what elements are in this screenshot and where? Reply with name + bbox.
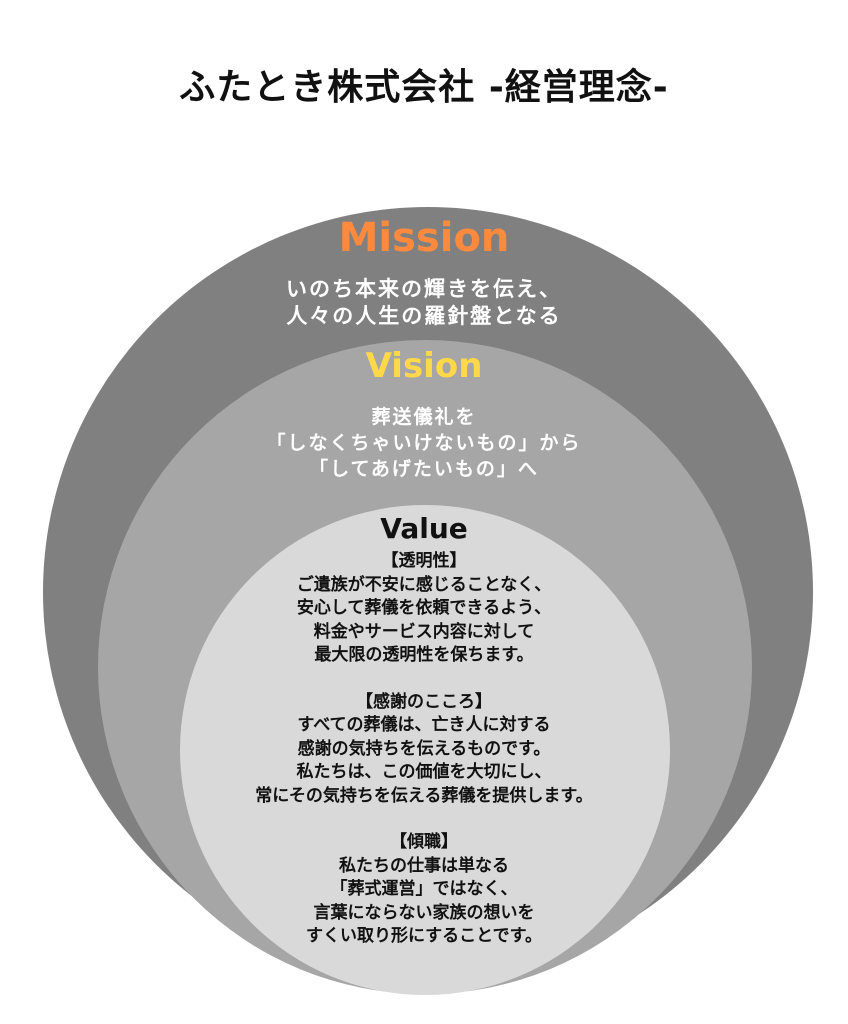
value-section-title: 【感謝のこころ】 xyxy=(356,691,492,712)
value-section-title: 【傾職】 xyxy=(390,832,458,852)
mission-line: 人々の人生の羅針盤となる xyxy=(286,304,562,328)
value-line: 「葬式運営」ではなく、 xyxy=(330,879,518,899)
value-circle xyxy=(180,505,670,995)
value-line: 私たちは、この価値を大切にし、 xyxy=(296,762,552,782)
value-line: 最大限の透明性を保ちます。 xyxy=(314,645,534,665)
vision-line: 葬送儀礼を xyxy=(371,406,477,428)
value-line: すべての葬儀は、亡き人に対する xyxy=(297,715,551,735)
value-section-title: 【透明性】 xyxy=(381,551,467,571)
value-line: 料金やサービス内容に対して xyxy=(313,621,535,642)
value-text: 【透明性】 ご遺族が不安に感じることなく、 安心して葬儀を依頼できるよう、 料金… xyxy=(0,550,848,949)
vision-line: 「してあげたいもの」へ xyxy=(309,458,539,480)
mission-heading: Mission xyxy=(338,215,510,261)
page-title: ふたとき株式会社 -経営理念- xyxy=(179,67,669,108)
vision-text: 葬送儀礼を 「しなくちゃいけないもの」から 「してあげたいもの」へ xyxy=(0,404,848,482)
vision-line: 「しなくちゃいけないもの」から xyxy=(266,432,582,454)
value-line: すくい取り形にすることです。 xyxy=(306,926,542,946)
value-line: 感謝の気持ちを伝えるものです。 xyxy=(297,738,551,759)
vision-heading: Vision xyxy=(365,346,483,386)
value-line: ご遺族が不安に感じることなく、 xyxy=(296,574,552,595)
value-heading: Value xyxy=(380,512,468,545)
value-line: 言葉にならない家族の想いを xyxy=(313,902,535,923)
value-line: 常にその気持ちを伝える葬儀を提供します。 xyxy=(255,785,593,806)
value-line: 私たちの仕事は単なる xyxy=(339,855,509,876)
mission-line: いのち本来の輝きを伝え、 xyxy=(286,277,562,301)
mission-text: いのち本来の輝きを伝え、 人々の人生の羅針盤となる xyxy=(0,276,848,330)
value-line: 安心して葬儀を依頼できるよう、 xyxy=(296,598,552,618)
